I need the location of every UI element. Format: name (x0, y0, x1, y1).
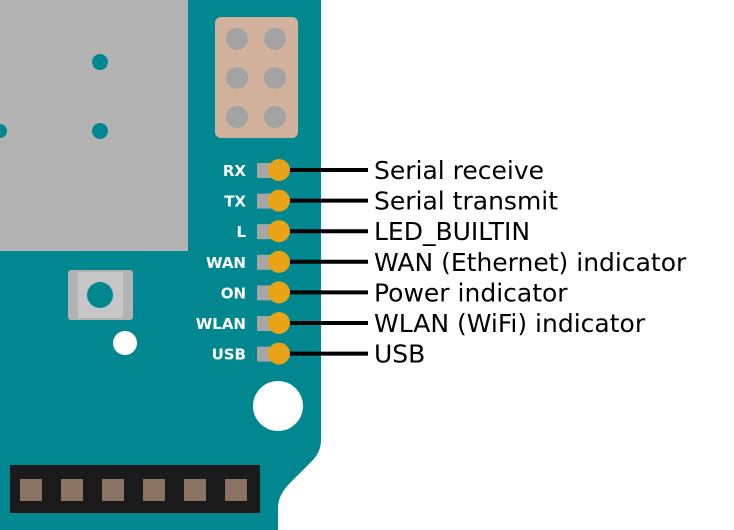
connector-pin (20, 479, 42, 501)
led-label: WAN (206, 254, 246, 272)
module-dot (0, 124, 7, 138)
reset-button (68, 270, 133, 320)
led-l: L LED_BUILTIN (236, 217, 530, 246)
header-pin (226, 67, 248, 89)
led-wlan: WLAN WLAN (WiFi) indicator (196, 309, 646, 338)
led-description: WAN (Ethernet) indicator (374, 248, 687, 277)
led-label: RX (223, 162, 247, 180)
led-light (268, 220, 290, 243)
via-hole (113, 331, 137, 355)
connector-pin (143, 479, 165, 501)
led-rx: RX Serial receive (223, 156, 544, 185)
led-wan: WAN WAN (Ethernet) indicator (206, 248, 687, 277)
led-light (268, 159, 290, 181)
mounting-hole (253, 381, 303, 431)
led-light (268, 312, 290, 334)
connector-pin (184, 479, 206, 501)
led-description: WLAN (WiFi) indicator (374, 309, 646, 338)
module-dots (0, 54, 108, 139)
led-label: WLAN (196, 315, 246, 333)
reset-button-cap (87, 282, 113, 308)
led-description: LED_BUILTIN (374, 217, 530, 246)
led-tx: TX Serial transmit (224, 187, 558, 216)
led-on: ON Power indicator (221, 278, 569, 307)
header-pin (226, 106, 248, 128)
led-label: ON (221, 284, 246, 302)
connector-pin (102, 479, 124, 501)
led-light (268, 281, 290, 304)
led-label: USB (212, 346, 246, 364)
module-dot (92, 123, 108, 139)
led-label: TX (224, 193, 246, 211)
led-description: Power indicator (374, 278, 568, 307)
led-description: Serial transmit (374, 187, 558, 216)
header-pin (264, 67, 286, 89)
led-light (268, 342, 290, 365)
wifi-module (0, 0, 188, 251)
led-description: Serial receive (374, 156, 544, 185)
connector-pin (61, 479, 83, 501)
connector-pin (225, 479, 247, 501)
led-light (268, 250, 290, 273)
connector-pins (20, 479, 247, 501)
led-label: L (236, 223, 246, 241)
bottom-connector (10, 465, 260, 513)
header-pin (264, 106, 286, 128)
header-pin (264, 28, 286, 50)
led-description: USB (374, 340, 425, 369)
header-pins (226, 28, 286, 128)
led-light (268, 189, 290, 212)
led-usb: USB USB (212, 340, 426, 369)
module-dot (92, 54, 108, 70)
header-pin (226, 28, 248, 50)
